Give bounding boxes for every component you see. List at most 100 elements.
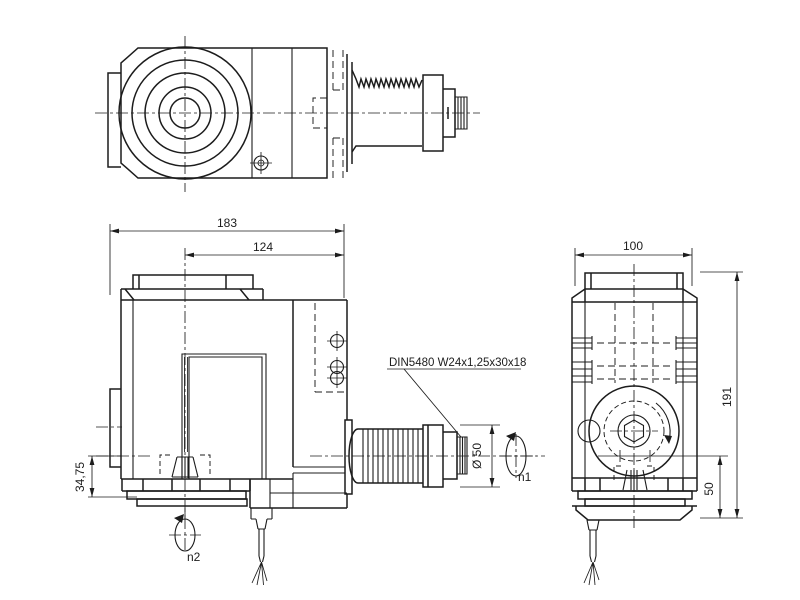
- cable-fray: [583, 561, 600, 586]
- arrowhead: [717, 456, 723, 465]
- collet-side: [622, 469, 648, 491]
- arrowhead: [185, 252, 194, 258]
- arrowhead: [717, 509, 723, 518]
- din-spec-label: DIN5480 W24x1,25x30x18: [389, 357, 526, 369]
- body-outline: [571, 301, 698, 479]
- cap-shoulder: [571, 288, 698, 302]
- cable-wire: [258, 529, 265, 563]
- arrowhead: [683, 252, 692, 258]
- spline-tip: [456, 436, 468, 475]
- top-view: [95, 36, 480, 192]
- spindle-shaft-lines: [184, 357, 188, 452]
- front-dimensions: 183 124 34,75 Ø 50 DIN5480 W24x1,25x30x1…: [73, 216, 537, 564]
- screw-cross: [250, 152, 272, 174]
- cable-fray: [251, 561, 268, 586]
- screw-icon: [250, 152, 272, 174]
- ext-lines-183: [109, 224, 345, 298]
- arrowhead: [489, 425, 495, 434]
- arrowhead: [89, 456, 95, 465]
- bolt-position-ticks: [619, 450, 651, 462]
- front-view: [96, 248, 545, 586]
- dim-183-label: 183: [217, 216, 237, 230]
- dim-124-label: 124: [253, 240, 273, 254]
- dim-50-label: 50: [702, 482, 716, 496]
- ext-lines-3475: [88, 455, 137, 498]
- serration-profile: [351, 69, 423, 90]
- shank-flange-lines: [346, 54, 353, 172]
- rotation-symbol-n1: n1: [500, 432, 537, 484]
- cable-wire: [589, 530, 597, 563]
- arrowhead: [734, 272, 740, 281]
- bottom-block: [572, 505, 697, 521]
- din-spline-callout: DIN5480 W24x1,25x30x18: [387, 357, 526, 438]
- dim-100-label: 100: [623, 239, 643, 253]
- left-flange-plate: [107, 72, 121, 168]
- side-dimensions: 100 191 50: [574, 239, 743, 519]
- n2-label: n2: [187, 550, 201, 564]
- end-section: [443, 431, 458, 480]
- flange-row-b: [126, 490, 247, 500]
- din-leader-line: [403, 368, 462, 438]
- flange-hidden-slots: [332, 50, 344, 178]
- flange-row-c: [136, 498, 248, 507]
- arrowhead: [110, 228, 119, 234]
- side-view: [571, 264, 728, 586]
- cable-gland: [250, 508, 273, 530]
- collet: [171, 456, 199, 478]
- rotation-centerlines: [500, 434, 537, 478]
- ext-lines-100: [574, 248, 693, 286]
- hex-socket: [623, 419, 645, 443]
- cable-front: [250, 508, 273, 586]
- rotation-arrowhead: [174, 514, 184, 523]
- arrowhead: [734, 509, 740, 518]
- housing-outline: [120, 47, 328, 179]
- rotation-arrowhead: [506, 432, 516, 441]
- n1-label: n1: [518, 470, 532, 484]
- body-outline: [120, 299, 348, 509]
- bolt-circle-dashed: [603, 400, 665, 462]
- clamp-screw-icons: [327, 331, 347, 388]
- dim-191-label: 191: [720, 387, 734, 407]
- dia-50-label: Ø 50: [470, 443, 484, 469]
- screw-crosses: [327, 331, 347, 388]
- collet-hidden-brackets: [613, 465, 655, 482]
- rotation-symbol-n2: n2: [169, 514, 201, 564]
- left-centerlines: [96, 426, 150, 457]
- rotation-arrowhead: [664, 435, 672, 444]
- body-internal-lines: [132, 300, 347, 508]
- arrowhead: [335, 228, 344, 234]
- left-protrusion: [109, 388, 121, 468]
- ext-lines-dia50: [460, 424, 500, 488]
- rotation-centerlines: [169, 517, 201, 553]
- ribbed-section-outline: [358, 428, 423, 484]
- arrowhead: [89, 488, 95, 497]
- shank-bottom-edge: [351, 145, 422, 153]
- vdi-shank-top-view: [346, 54, 468, 172]
- hidden-vdi-contour: [314, 303, 345, 393]
- collet-hidden-brackets: [159, 454, 211, 477]
- hidden-bracket: [312, 97, 327, 129]
- ext-lines-191: [700, 271, 743, 519]
- arrowhead: [489, 478, 495, 487]
- arrowhead: [335, 252, 344, 258]
- side-pin-circle: [577, 419, 601, 443]
- shank-flange: [344, 419, 353, 495]
- vdi-shank-front-view: [310, 419, 545, 495]
- spline-tip: [454, 96, 468, 130]
- dim-3475-label: 34,75: [73, 462, 87, 492]
- shank-collar: [422, 74, 444, 152]
- flange-row-a: [121, 479, 251, 492]
- collar: [422, 424, 444, 488]
- flange-row-b: [577, 490, 693, 500]
- window-opening: [181, 353, 267, 479]
- cable-gland: [586, 519, 600, 531]
- cross-hole-bands: [572, 336, 697, 384]
- top-view-centerlines: [95, 36, 480, 192]
- cap-shoulder: [120, 288, 264, 301]
- flange-row-c: [584, 498, 686, 507]
- arrowhead: [575, 252, 584, 258]
- cable-side: [583, 519, 600, 586]
- cross-hole-hidden-lines: [597, 342, 671, 380]
